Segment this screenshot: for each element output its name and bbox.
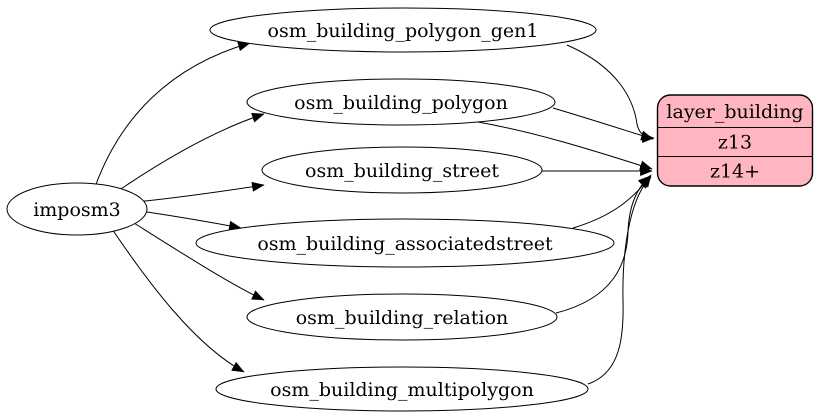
edges-source-to-tables	[94, 41, 265, 373]
relation-label: osm_building_relation	[296, 307, 509, 329]
node-osm-building-street: osm_building_street	[261, 146, 543, 194]
multipolygon-label: osm_building_multipolygon	[270, 379, 534, 401]
edges-tables-to-record	[477, 44, 655, 385]
node-osm-building-polygon-gen1: osm_building_polygon_gen1	[209, 7, 597, 53]
node-osm-building-multipolygon: osm_building_multipolygon	[215, 366, 589, 412]
street-ellipse	[261, 146, 543, 194]
edge-osm-building-associatedstreet-to-z14	[572, 174, 652, 229]
polygon-ellipse	[246, 78, 556, 126]
polygon-label: osm_building_polygon	[294, 92, 508, 114]
edge-imposm3-to-osm-building-associatedstreet	[146, 211, 242, 231]
edge-imposm3-to-osm-building-multipolygon	[111, 228, 245, 373]
edge-imposm3-to-osm-building-polygon-gen1	[94, 41, 251, 188]
edge-osm-building-polygon-to-z13	[552, 107, 654, 141]
imposm3-ellipse	[6, 182, 148, 236]
multipolygon-ellipse	[215, 366, 589, 412]
edge-osm-building-polygon-gen1-to-z13	[566, 44, 655, 143]
record-row-z13: z13	[718, 132, 752, 154]
polygon-gen1-ellipse	[209, 7, 597, 53]
edge-osm-building-multipolygon-to-z14	[587, 176, 652, 385]
layer-building-title: layer_building	[666, 101, 803, 123]
polygon-gen1-label: osm_building_polygon_gen1	[268, 20, 539, 42]
edge-imposm3-to-osm-building-polygon	[111, 112, 265, 196]
node-imposm3: imposm3	[6, 182, 148, 236]
edge-imposm3-to-osm-building-street	[135, 181, 265, 203]
relation-ellipse	[246, 293, 558, 341]
associatedstreet-ellipse	[195, 218, 615, 268]
node-layer-building: layer_building z13 z14+	[656, 94, 814, 187]
street-label: osm_building_street	[305, 160, 499, 182]
node-osm-building-polygon: osm_building_polygon	[246, 78, 556, 126]
imposm3-label: imposm3	[33, 199, 121, 221]
node-osm-building-relation: osm_building_relation	[246, 293, 558, 341]
edge-osm-building-polygon-to-z14	[477, 121, 653, 171]
associatedstreet-label: osm_building_associatedstreet	[257, 233, 553, 255]
node-osm-building-associatedstreet: osm_building_associatedstreet	[195, 218, 615, 268]
edge-osm-building-relation-to-z14	[555, 175, 651, 314]
layer-building-box	[656, 94, 814, 187]
record-row-z14: z14+	[710, 161, 760, 183]
edge-imposm3-to-osm-building-relation	[133, 222, 265, 301]
